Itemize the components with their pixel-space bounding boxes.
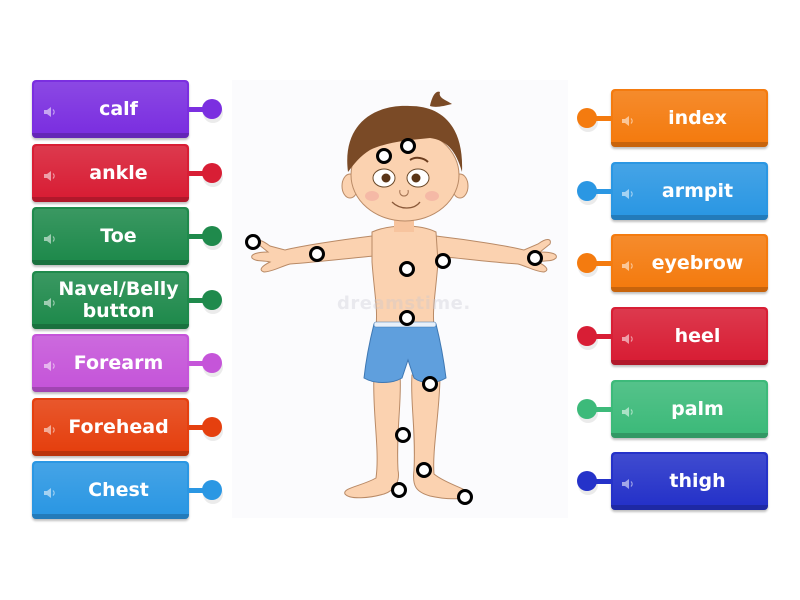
connector-line	[593, 407, 611, 412]
chest-target[interactable]	[399, 261, 415, 277]
palm-target[interactable]	[527, 250, 543, 266]
drag-handle-knob[interactable]	[202, 290, 223, 314]
connector-line	[189, 107, 207, 112]
drag-handle-knob[interactable]	[577, 108, 598, 132]
drag-handle-knob[interactable]	[577, 399, 598, 423]
speaker-icon[interactable]	[43, 483, 57, 498]
index-target[interactable]	[245, 234, 261, 250]
heel-target[interactable]	[391, 482, 407, 498]
drag-handle-knob[interactable]	[202, 163, 223, 187]
label-tile-eyebrow[interactable]: eyebrow	[611, 234, 768, 292]
label-text: Forehead	[68, 416, 169, 438]
speaker-icon[interactable]	[43, 356, 57, 371]
connector-line	[593, 189, 611, 194]
connector-line	[189, 298, 207, 303]
forearm-target[interactable]	[309, 246, 325, 262]
connector-line	[189, 234, 207, 239]
drag-handle-knob[interactable]	[202, 99, 223, 123]
speaker-icon[interactable]	[621, 402, 635, 417]
speaker-icon[interactable]	[43, 229, 57, 244]
label-tile-palm[interactable]: palm	[611, 380, 768, 438]
label-text: Forearm	[73, 352, 164, 374]
speaker-icon[interactable]	[43, 293, 57, 308]
drag-handle-knob[interactable]	[202, 226, 223, 250]
speaker-icon[interactable]	[621, 256, 635, 271]
drag-handle-knob[interactable]	[202, 480, 223, 504]
label-text: thigh	[669, 470, 726, 492]
connector-line	[189, 171, 207, 176]
navel-target[interactable]	[399, 310, 415, 326]
label-text: Toe	[100, 225, 137, 247]
label-tile-navel-belly-button[interactable]: Navel/Belly button	[32, 271, 189, 329]
armpit-target[interactable]	[435, 253, 451, 269]
label-tile-chest[interactable]: Chest	[32, 461, 189, 519]
drag-handle-knob[interactable]	[577, 253, 598, 277]
speaker-icon[interactable]	[43, 420, 57, 435]
label-text: calf	[99, 98, 138, 120]
calf-target[interactable]	[395, 427, 411, 443]
label-text: eyebrow	[651, 252, 744, 274]
watermark-text: dreamstime.	[337, 293, 471, 314]
label-text: armpit	[661, 180, 734, 202]
connector-line	[593, 334, 611, 339]
connector-line	[593, 116, 611, 121]
label-text: Navel/Belly button	[58, 278, 179, 322]
label-tile-heel[interactable]: heel	[611, 307, 768, 365]
label-tile-ankle[interactable]: ankle	[32, 144, 189, 202]
speaker-icon[interactable]	[621, 329, 635, 344]
drag-handle-knob[interactable]	[202, 353, 223, 377]
speaker-icon[interactable]	[621, 184, 635, 199]
speaker-icon[interactable]	[621, 474, 635, 489]
label-tile-index[interactable]: index	[611, 89, 768, 147]
label-tile-armpit[interactable]: armpit	[611, 162, 768, 220]
connector-line	[593, 479, 611, 484]
drag-handle-knob[interactable]	[202, 417, 223, 441]
label-tile-toe[interactable]: Toe	[32, 207, 189, 265]
speaker-icon[interactable]	[43, 166, 57, 181]
label-text: heel	[674, 325, 721, 347]
connector-line	[189, 425, 207, 430]
eyebrow-target[interactable]	[376, 148, 392, 164]
ankle-target[interactable]	[416, 462, 432, 478]
label-tile-forearm[interactable]: Forearm	[32, 334, 189, 392]
label-tile-forehead[interactable]: Forehead	[32, 398, 189, 456]
connector-line	[593, 261, 611, 266]
label-tile-thigh[interactable]: thigh	[611, 452, 768, 510]
label-text: index	[668, 107, 727, 129]
drag-handle-knob[interactable]	[577, 326, 598, 350]
speaker-icon[interactable]	[621, 111, 635, 126]
speaker-icon[interactable]	[43, 102, 57, 117]
label-text: ankle	[89, 162, 148, 184]
label-text: Chest	[88, 479, 149, 501]
toe-target[interactable]	[457, 489, 473, 505]
connector-line	[189, 361, 207, 366]
connector-line	[189, 488, 207, 493]
forehead-target[interactable]	[400, 138, 416, 154]
thigh-target[interactable]	[422, 376, 438, 392]
label-tile-calf[interactable]: calf	[32, 80, 189, 138]
label-text: palm	[671, 398, 724, 420]
drag-handle-knob[interactable]	[577, 181, 598, 205]
drag-handle-knob[interactable]	[577, 471, 598, 495]
